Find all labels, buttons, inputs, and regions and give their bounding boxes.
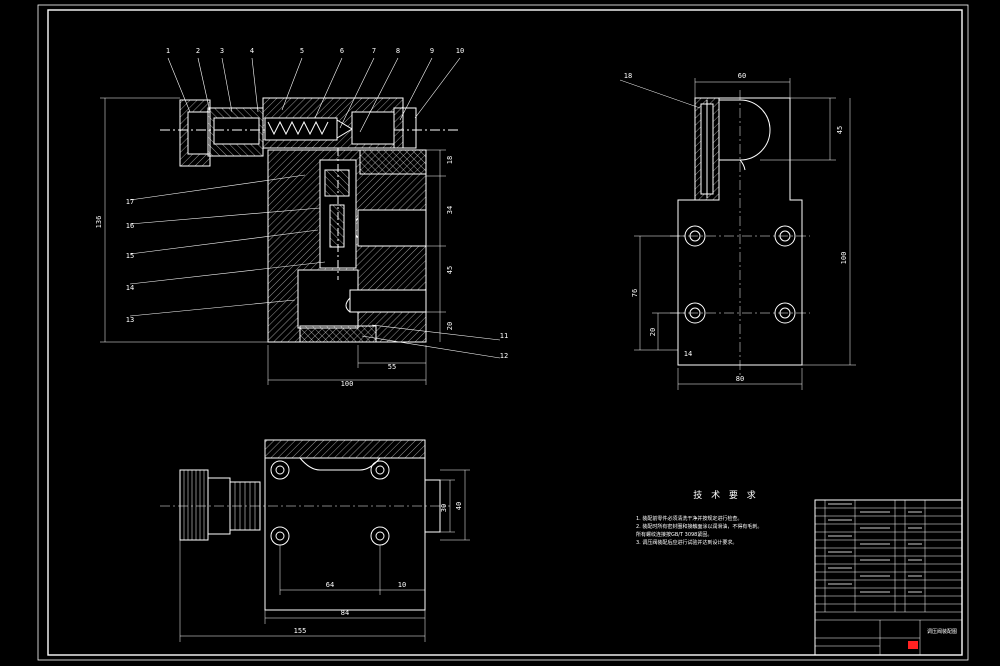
balloon-18: 18 [624,72,632,80]
dim-front-v3: 45 [446,266,454,274]
dim-side-top: 60 [738,72,746,80]
side-view [670,90,810,375]
dim-top-10: 10 [398,581,406,589]
inner-border [47,9,963,656]
dim-top-64: 64 [326,581,334,589]
outer-border [37,4,969,661]
front-section-view [160,97,460,343]
note-line: 所有螺纹连接按GB/T 3098紧固。 [636,532,713,538]
technical-requirements: 技 术 要 求 1. 装配前零件必须清洗干净并按规定进行检查。 2. 装配时所有… [636,488,816,547]
dim-top-30: 30 [440,504,448,512]
dim-side-left2: 20 [649,328,657,336]
balloon-14: 14 [126,284,134,292]
balloon-5: 5 [300,47,304,55]
balloon-9: 9 [430,47,434,55]
balloon-3: 3 [220,47,224,55]
red-mark [908,641,918,649]
dim-top-155: 155 [294,627,307,635]
dim-top-84: 84 [341,609,349,617]
dim-front-v2: 34 [446,206,454,214]
title-block [814,499,963,656]
dim-front-v1: 18 [446,156,454,164]
side-dimensions [619,78,856,390]
balloon-6: 6 [340,47,344,55]
labels: 1 2 3 4 5 6 7 8 9 10 17 16 15 14 13 11 1… [95,47,957,635]
dim-front-width: 100 [341,380,354,388]
notes-heading: 技 术 要 求 [693,491,759,501]
front-leaders [129,57,501,359]
dim-side-left: 76 [631,289,639,297]
dim-side-bottom: 80 [736,375,744,383]
note-line: 2. 装配时所有密封圈和接触面涂以润滑油，不得有毛刺。 [636,524,763,530]
balloon-13: 13 [126,316,134,324]
front-dimensions [100,97,446,385]
dim-side-small: 14 [684,350,692,358]
dim-front-sub: 55 [388,363,396,371]
top-dimensions [179,469,470,642]
dim-side-right2: 100 [840,252,848,265]
note-line: 3. 调压阀装配后应进行试验并达到设计要求。 [636,540,738,546]
drawing-title: 调压阀装配图 [927,628,957,635]
balloon-10: 10 [456,47,464,55]
note-line: 1. 装配前零件必须清洗干净并按规定进行检查。 [636,516,743,522]
balloon-1: 1 [166,47,170,55]
balloon-4: 4 [250,47,254,55]
balloon-7: 7 [372,47,376,55]
balloon-8: 8 [396,47,400,55]
top-view [160,439,450,611]
dim-front-height: 136 [95,216,103,229]
dim-side-right: 45 [836,126,844,134]
dim-front-v4: 20 [446,322,454,330]
balloon-11: 11 [500,332,508,340]
dim-top-40: 40 [455,502,463,510]
balloon-16: 16 [126,222,134,230]
balloon-15: 15 [126,252,134,260]
balloon-2: 2 [196,47,200,55]
balloon-12: 12 [500,352,508,360]
balloon-17: 17 [126,198,134,206]
